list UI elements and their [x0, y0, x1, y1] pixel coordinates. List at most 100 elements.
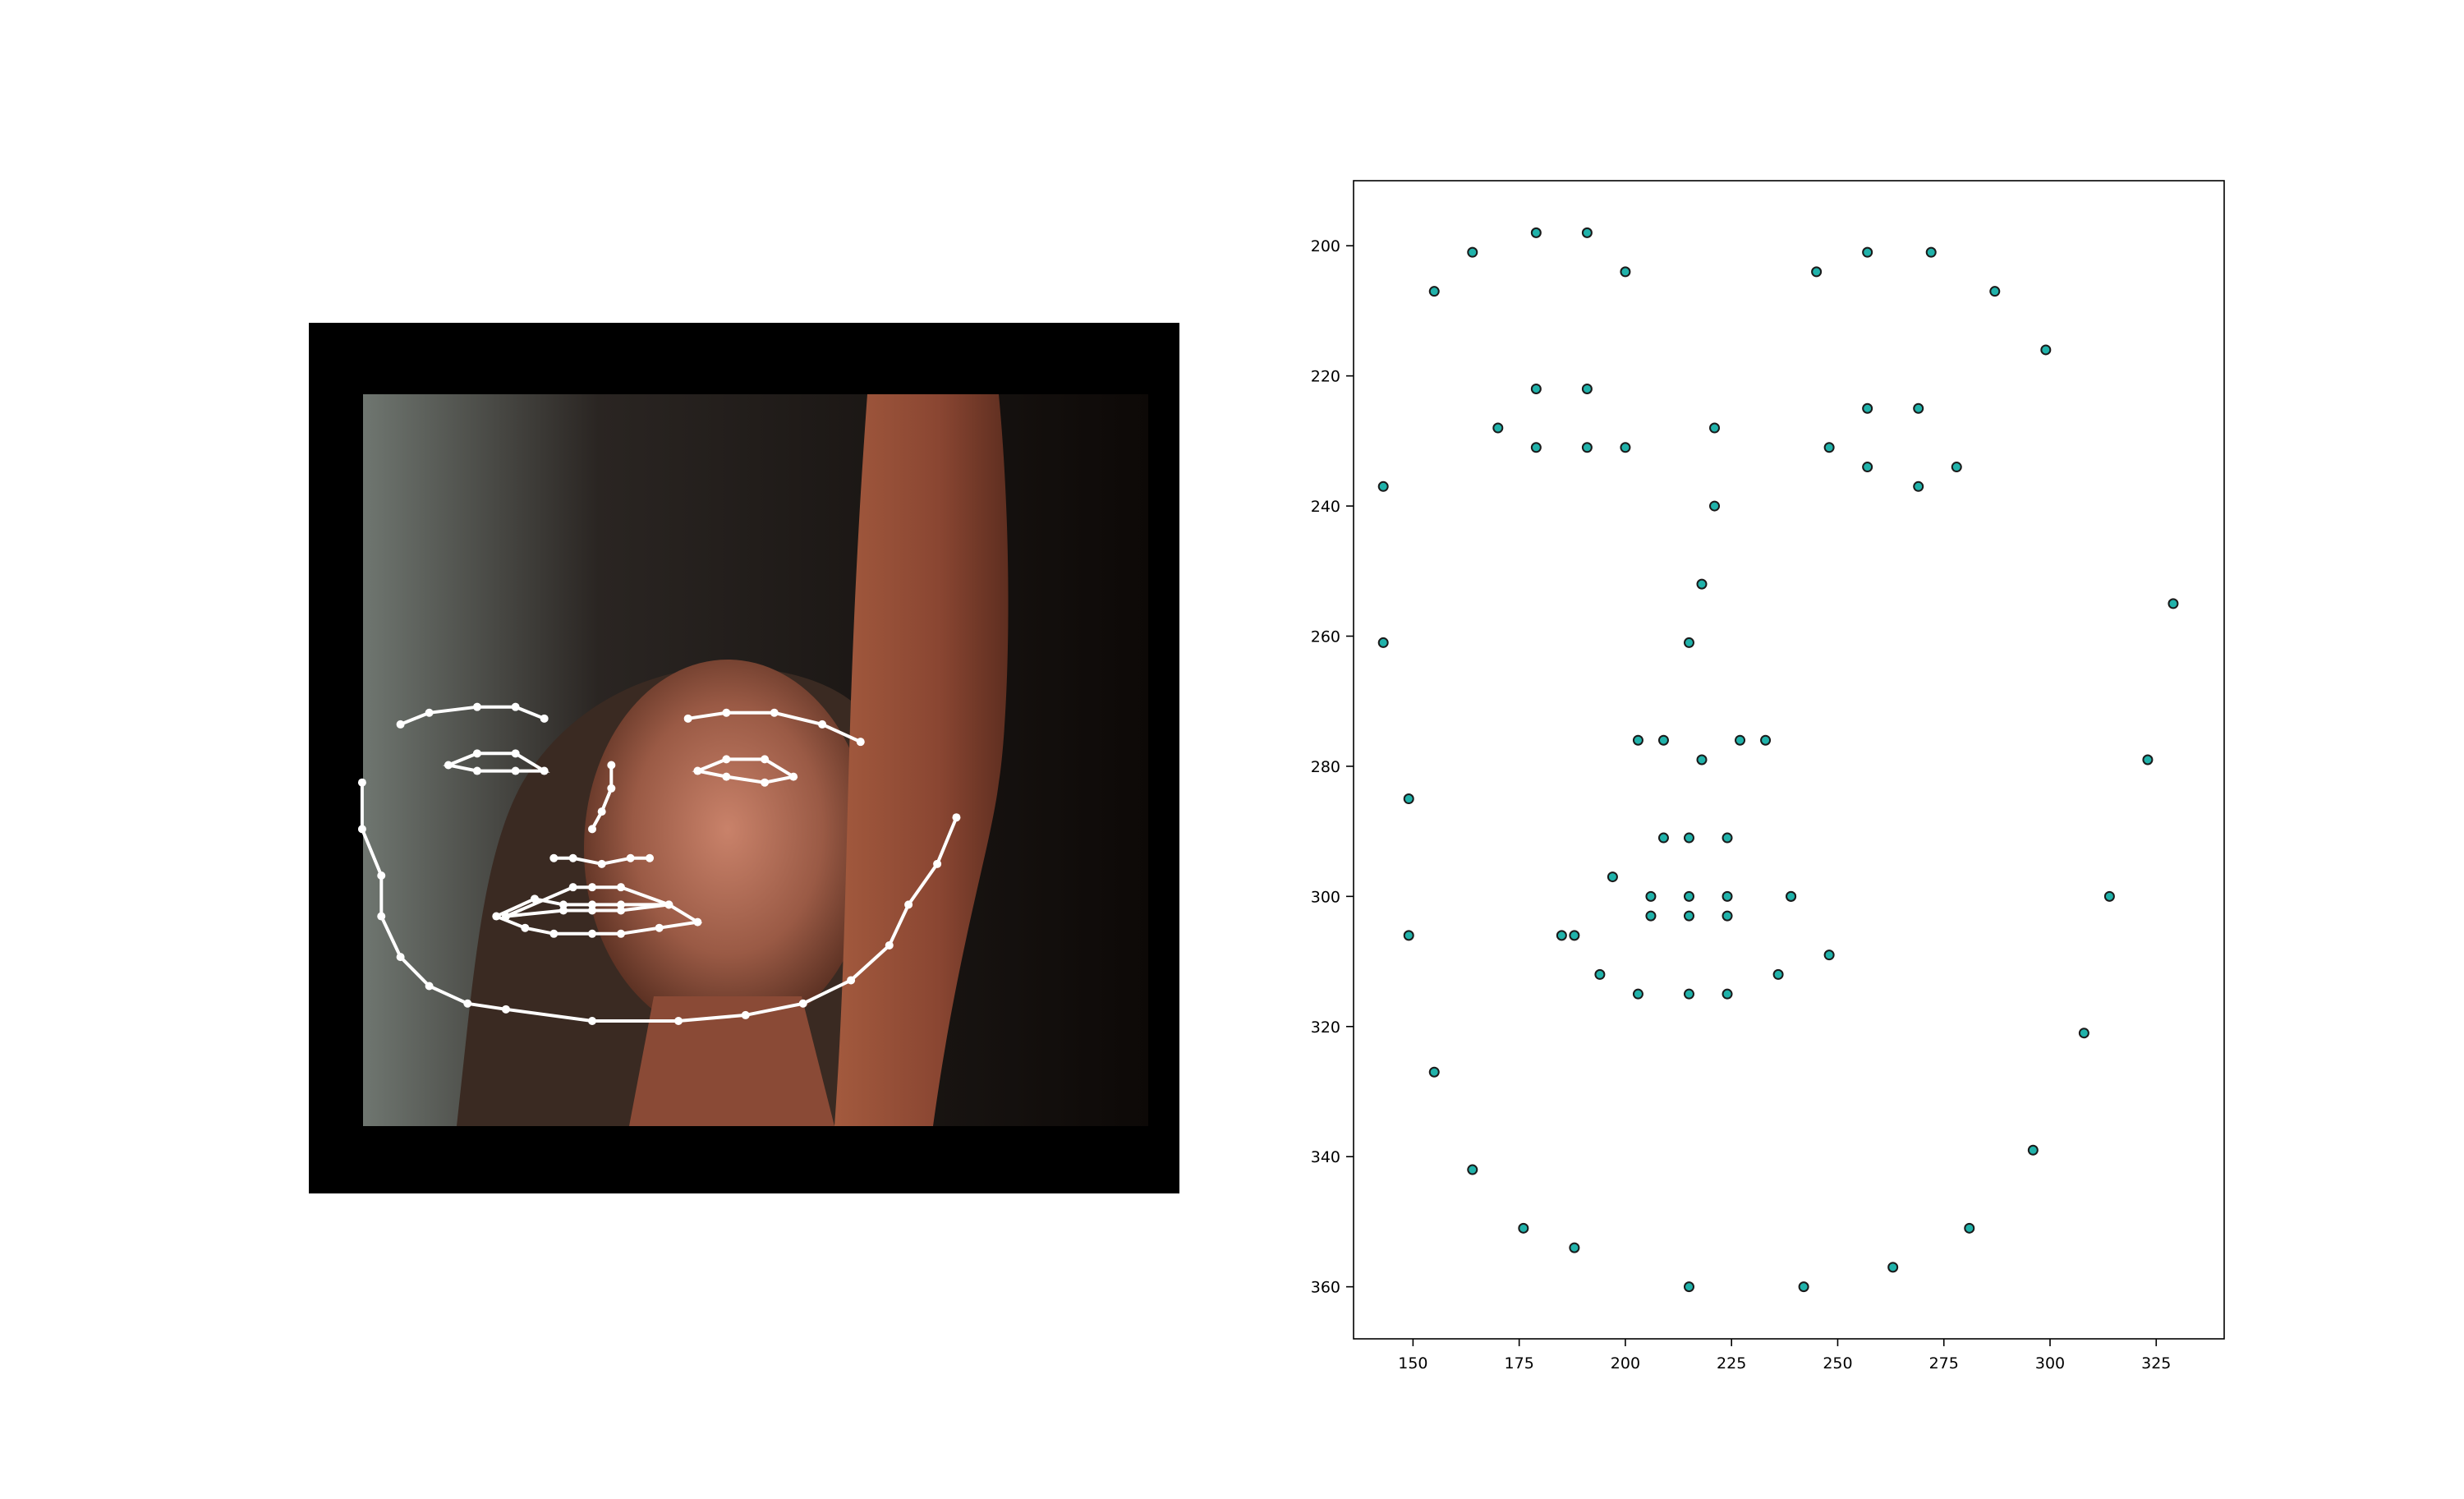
scatter-point [1722, 910, 1733, 922]
scatter-point [1569, 930, 1580, 941]
scatter-point [1709, 422, 1721, 434]
y-tick-label: 240 [1311, 498, 1340, 516]
scatter-point [2142, 754, 2154, 766]
landmark-point [952, 813, 961, 822]
scatter-point [1594, 968, 1606, 980]
x-tick-label: 250 [1823, 1354, 1852, 1373]
landmark-point [607, 761, 616, 770]
neck-skin [629, 996, 834, 1126]
scatter-point [1530, 442, 1542, 453]
landmark-point [818, 720, 827, 729]
scatter-point [1403, 930, 1414, 941]
scatter-point [1607, 871, 1618, 883]
scatter-point [1823, 442, 1835, 453]
landmark-point [396, 720, 405, 729]
landmark-point [511, 702, 520, 711]
scatter-point [1722, 832, 1733, 844]
landmark-point [664, 900, 673, 909]
scatter-point [1683, 1281, 1694, 1293]
landmark-point [617, 900, 626, 909]
landmark-point [798, 999, 807, 1008]
scatter-point [2078, 1028, 2089, 1039]
scatter-point [1760, 734, 1772, 746]
scatter-point [1913, 402, 1924, 414]
y-tick-label: 200 [1311, 237, 1340, 255]
landmark-point [511, 766, 520, 775]
scatter-point [1862, 246, 1873, 258]
scatter-point [1632, 734, 1643, 746]
scatter-point [2167, 598, 2179, 609]
scatter-point [1428, 286, 1440, 297]
face-photo-panel [309, 323, 1179, 1193]
landmark-point [472, 702, 481, 711]
scatter-point [1620, 266, 1631, 278]
landmark-point [425, 708, 434, 717]
landmark-point [540, 714, 549, 723]
scatter-point [2027, 1144, 2039, 1156]
scatter-point [1989, 286, 2001, 297]
scatter-point [1722, 988, 1733, 1000]
landmark-point [568, 883, 577, 892]
landmark-point [568, 853, 577, 862]
scatter-point [1964, 1222, 1975, 1234]
plot-area [1353, 180, 2225, 1340]
x-tick-label: 200 [1611, 1354, 1640, 1373]
landmark-point [693, 766, 702, 775]
landmark-point [741, 1010, 750, 1019]
landmark-point [511, 749, 520, 758]
landmark-point [770, 708, 779, 717]
scatter-point [1467, 246, 1478, 258]
landmark-point [674, 1017, 683, 1025]
scatter-point [1696, 754, 1708, 766]
scatter-point [1786, 890, 1797, 902]
scatter-point [1683, 988, 1694, 1000]
landmark-point [856, 738, 865, 747]
landmark-point [472, 749, 481, 758]
y-tick-label: 300 [1311, 888, 1340, 906]
landmark-point [559, 906, 568, 915]
landmark-point [617, 906, 626, 915]
landmark-point [722, 708, 731, 717]
y-tick-label: 280 [1311, 758, 1340, 776]
landmark-point [722, 772, 731, 781]
scatter-point [2103, 890, 2115, 902]
scatter-point [1645, 890, 1657, 902]
scatter-point [1428, 1066, 1440, 1078]
scatter-point [1735, 734, 1746, 746]
landmark-point [588, 906, 596, 915]
scatter-point [1798, 1281, 1809, 1293]
landmark-point [463, 999, 472, 1008]
landmark-point [549, 853, 559, 862]
landmark-point [425, 982, 434, 991]
scatter-point [1709, 500, 1721, 512]
landmark-point [588, 929, 596, 938]
face-skin [584, 660, 871, 1037]
landmark-point [501, 912, 510, 921]
scatter-point [1530, 383, 1542, 394]
landmark-overlay [357, 702, 961, 1025]
landmark-point [617, 929, 626, 938]
scatter-point [1696, 578, 1708, 590]
landmark-point [847, 976, 856, 985]
landmark-point [492, 912, 501, 921]
landmark-point [549, 929, 559, 938]
scatter-point [1811, 266, 1823, 278]
scatter-point [1632, 988, 1643, 1000]
landmark-point [683, 714, 692, 723]
landmark-point [597, 807, 606, 816]
scatter-point [1581, 383, 1593, 394]
scatter-point [1657, 734, 1669, 746]
scatter-point [1862, 402, 1873, 414]
scatter-point [1823, 950, 1835, 961]
landmark-point [588, 883, 596, 892]
scatter-point [1913, 481, 1924, 492]
landmark-point [722, 755, 731, 764]
landmark-contour [591, 765, 614, 830]
scatter-point [1530, 227, 1542, 238]
scatter-point [1581, 442, 1593, 453]
x-tick-label: 225 [1717, 1354, 1746, 1373]
scatter-point [1722, 890, 1733, 902]
landmark-point [597, 859, 606, 868]
